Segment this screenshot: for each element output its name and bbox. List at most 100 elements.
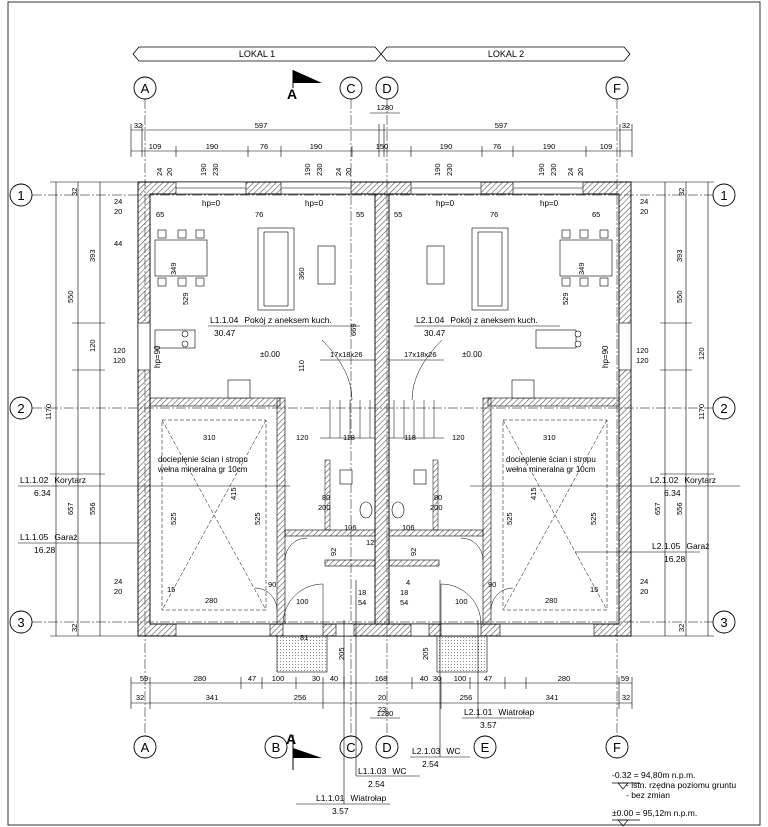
axis-1-right: 1 — [720, 188, 727, 203]
svg-text:657: 657 — [653, 502, 662, 515]
svg-text:A: A — [287, 86, 297, 102]
door-swings — [254, 537, 514, 625]
svg-text:190: 190 — [303, 163, 312, 176]
svg-text:16.28: 16.28 — [664, 554, 686, 564]
section-marker-bottom: A — [286, 731, 322, 770]
svg-text:30: 30 — [312, 674, 320, 683]
svg-text:32: 32 — [70, 188, 79, 196]
svg-text:18: 18 — [400, 588, 408, 597]
furniture — [154, 227, 613, 519]
svg-text:32: 32 — [70, 624, 79, 632]
svg-text:4: 4 — [406, 578, 410, 587]
svg-text:18: 18 — [358, 588, 366, 597]
svg-text:92: 92 — [329, 548, 338, 556]
svg-text:190: 190 — [433, 163, 442, 176]
svg-text:55: 55 — [394, 210, 402, 219]
svg-text:106: 106 — [344, 523, 357, 532]
axis-C-top: C — [346, 81, 355, 96]
svg-text:32: 32 — [134, 121, 142, 130]
svg-text:23: 23 — [378, 705, 386, 714]
svg-text:100: 100 — [454, 674, 467, 683]
svg-text:525: 525 — [169, 512, 178, 525]
svg-text:3.57: 3.57 — [480, 720, 497, 730]
svg-text:16.28: 16.28 — [34, 545, 56, 555]
svg-text:47: 47 — [248, 674, 256, 683]
axis-D-top: D — [382, 81, 391, 96]
svg-text:90: 90 — [488, 580, 496, 589]
svg-text:230: 230 — [445, 163, 454, 176]
label-leaders — [18, 325, 740, 805]
axis-gridlines — [32, 99, 713, 736]
svg-text:hp=0: hp=0 — [202, 199, 221, 208]
svg-text:47: 47 — [484, 674, 492, 683]
svg-text:190: 190 — [206, 142, 219, 151]
axis-1-left: 1 — [17, 188, 24, 203]
svg-text:3.57: 3.57 — [332, 806, 349, 816]
svg-text:6.34: 6.34 — [34, 488, 51, 498]
building-walls — [137, 181, 632, 637]
svg-text:20: 20 — [344, 168, 353, 176]
svg-text:24: 24 — [114, 197, 122, 206]
svg-text:80: 80 — [322, 493, 330, 502]
svg-text:20: 20 — [114, 207, 122, 216]
svg-text:24: 24 — [640, 197, 648, 206]
svg-text:24: 24 — [114, 577, 122, 586]
svg-text:120: 120 — [636, 346, 649, 355]
svg-text:205: 205 — [421, 647, 430, 660]
svg-text:24: 24 — [640, 577, 648, 586]
svg-text:109: 109 — [149, 142, 162, 151]
svg-text:190: 190 — [310, 142, 323, 151]
svg-text:20: 20 — [378, 693, 386, 702]
svg-text:200: 200 — [430, 503, 443, 512]
svg-text:190: 190 — [199, 163, 208, 176]
unit-label-2: LOKAL 2 — [488, 49, 524, 59]
axis-bubbles-bottom: A B C D E F — [133, 735, 629, 759]
garage-outlines — [161, 419, 608, 611]
svg-text:190: 190 — [440, 142, 453, 151]
svg-text:349: 349 — [169, 262, 178, 275]
bottom-openings — [175, 623, 595, 637]
dim-unit-2: 597 — [495, 121, 508, 130]
svg-text:550: 550 — [675, 290, 684, 303]
level-legend: -0.32 = 94,80m n.p.m. - istn. rzędna poz… — [612, 770, 762, 818]
insulation-note-l1-b: wełna mineralna gr 10cm — [157, 465, 248, 474]
svg-text:230: 230 — [211, 163, 220, 176]
insulation-note-l2-a: docieplenie ścian i stropu — [506, 455, 596, 464]
svg-text:120: 120 — [296, 433, 309, 442]
svg-text:32: 32 — [622, 121, 630, 130]
svg-text:525: 525 — [505, 512, 514, 525]
svg-text:106: 106 — [402, 523, 415, 532]
svg-text:20: 20 — [114, 587, 122, 596]
dim-overall-top: 1280 — [377, 103, 394, 112]
dimension-lines-top — [130, 112, 633, 157]
axis-F-bottom: F — [613, 740, 621, 755]
dimension-lines-sides — [50, 181, 714, 637]
windows-top — [137, 181, 632, 371]
svg-text:168: 168 — [375, 674, 388, 683]
axis-bubbles-rows: 1 2 3 1 2 3 — [9, 183, 736, 634]
svg-text:360: 360 — [297, 267, 306, 280]
svg-text:310: 310 — [543, 433, 556, 442]
svg-text:120: 120 — [113, 356, 126, 365]
dim-unit-1: 597 — [255, 121, 268, 130]
svg-text:100: 100 — [296, 597, 309, 606]
svg-text:hp=90: hp=90 — [153, 345, 162, 368]
drawing-frame — [7, 1, 761, 826]
svg-text:110: 110 — [297, 360, 306, 372]
svg-text:15: 15 — [590, 585, 598, 594]
axis-3-left: 3 — [17, 615, 24, 630]
svg-text:30: 30 — [433, 674, 441, 683]
svg-text:100: 100 — [455, 597, 468, 606]
svg-text:256: 256 — [294, 693, 307, 702]
svg-text:59: 59 — [140, 674, 148, 683]
svg-text:hp=90: hp=90 — [601, 345, 610, 368]
svg-text:2.54: 2.54 — [422, 759, 439, 769]
svg-text:556: 556 — [88, 502, 97, 515]
legend-line-4: ±0.00 = 95,12m n.p.m. — [612, 808, 698, 818]
